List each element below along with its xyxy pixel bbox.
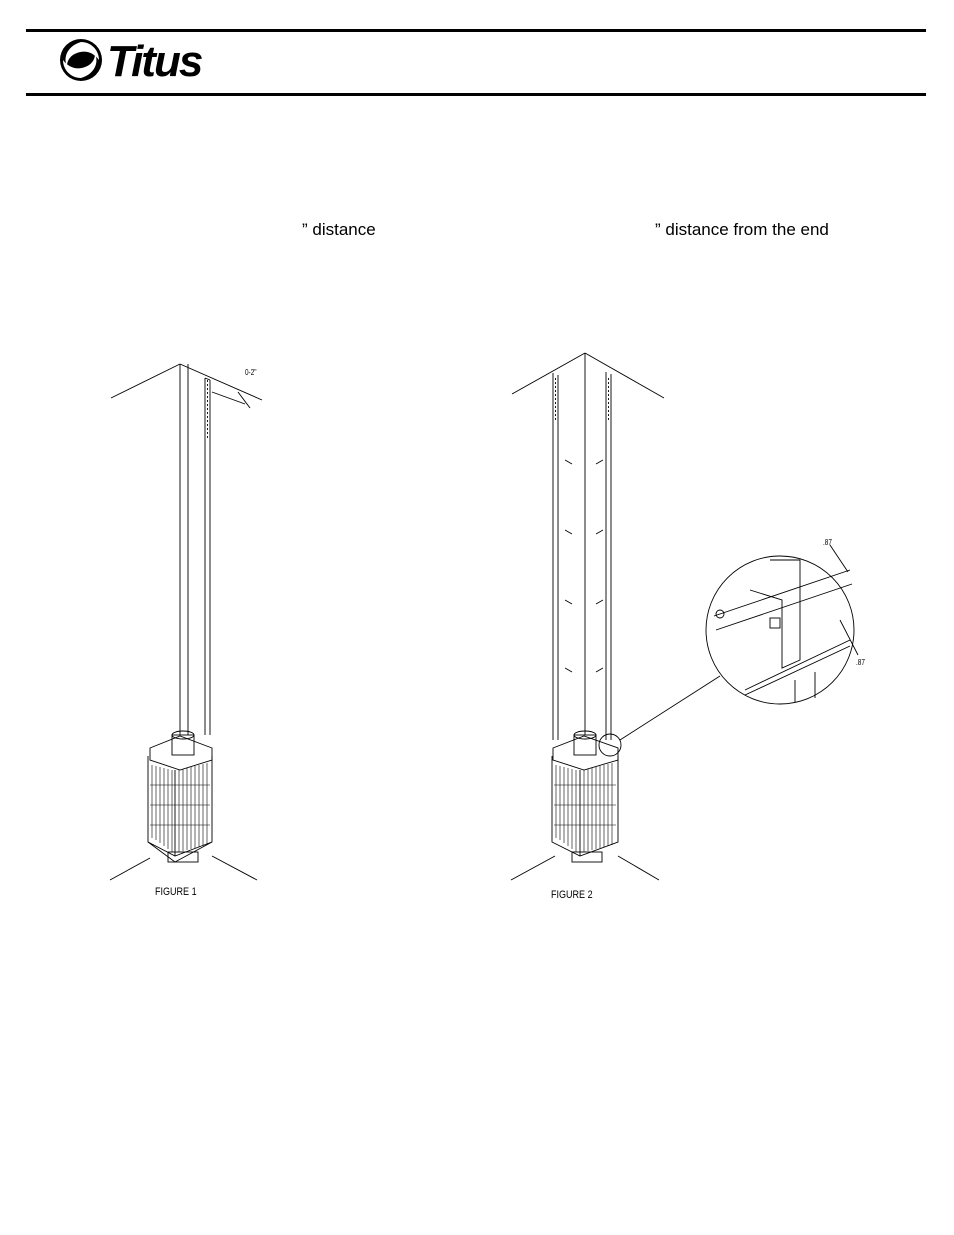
figure-2-caption: FIGURE 2 xyxy=(551,889,593,901)
titus-logo: Titus xyxy=(57,36,217,88)
figure-2-drawing xyxy=(510,352,859,881)
header-bottom-rule xyxy=(26,93,926,96)
body-text-fragment-2: ” distance from the end xyxy=(655,220,829,239)
body-text-fragment-1: ” distance xyxy=(302,220,376,239)
logo-wordmark: Titus xyxy=(107,37,203,86)
figure-2-dimension-top: .87 xyxy=(823,538,832,547)
figure-2-dimension-side: .87 xyxy=(856,658,865,667)
figure-1-dimension: 0-2" xyxy=(245,368,257,377)
figure-1-caption: FIGURE 1 xyxy=(155,886,197,898)
header-top-rule xyxy=(26,29,926,32)
titus-swirl-icon xyxy=(60,39,102,81)
figure-1-drawing xyxy=(109,363,263,881)
